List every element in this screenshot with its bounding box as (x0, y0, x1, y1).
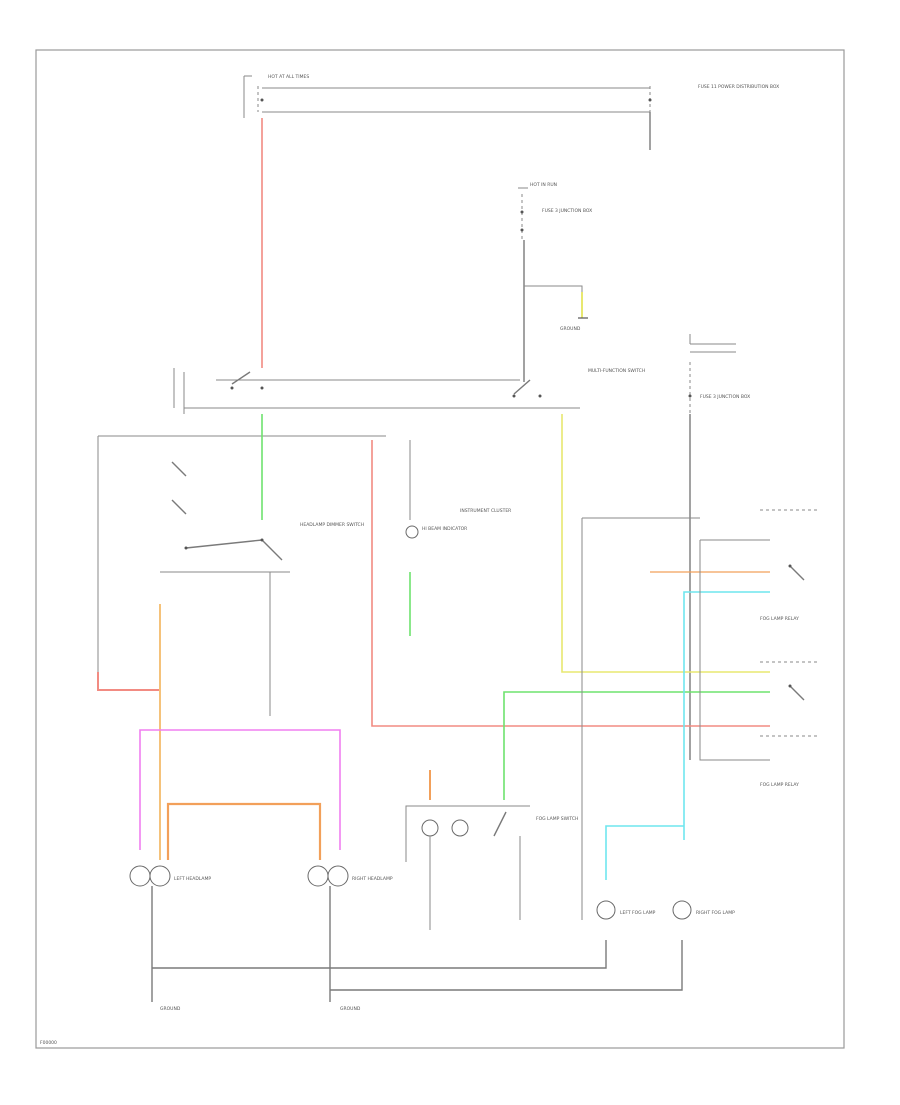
wire-cyan-left (605, 825, 684, 880)
wire-yellow (561, 414, 770, 673)
hot-in-run-fuse: HOT IN RUN FUSE 3 JUNCTION BOX GROUND (518, 182, 592, 382)
left-fog-lamp-label: LEFT FOG LAMP (620, 910, 656, 916)
headlamp-dimmer-switch-label: HEADLAMP DIMMER SWITCH (300, 522, 364, 528)
fuse-power-dist-label: FUSE 11 POWER DISTRIBUTION BOX (698, 84, 779, 90)
fuse-right-top: FUSE 3 JUNCTION BOX (688, 334, 750, 760)
fog-lamp-relay-1: FOG LAMP RELAY (700, 509, 820, 622)
wire-pink-loop (139, 729, 341, 850)
fog-lamp-relay-2-label: FOG LAMP RELAY (760, 782, 799, 788)
figure-id: F00000 (40, 1040, 57, 1046)
wire-cyan-right (683, 591, 770, 840)
fog-lamp-relay-1-label: FOG LAMP RELAY (760, 616, 799, 622)
right-fog-lamp: RIGHT FOG LAMP (672, 900, 735, 920)
fog-lamp-switch-label: FOG LAMP SWITCH (536, 816, 578, 822)
fuse-right-top-label: FUSE 3 JUNCTION BOX (700, 394, 750, 400)
headlamp-dimmer-switch: HEADLAMP DIMMER SWITCH (160, 461, 364, 716)
instrument-cluster-label: INSTRUMENT CLUSTER (460, 508, 511, 514)
instrument-cluster: HI BEAM INDICATOR INSTRUMENT CLUSTER (405, 440, 511, 636)
fog-lamp-relay-2: FOG LAMP RELAY (699, 540, 820, 788)
wire-green-fog (503, 691, 770, 800)
top-fuse-bus: HOT AT ALL TIMES FUSE 11 POWER DISTRIBUT… (243, 74, 779, 150)
wire-orange-loop (166, 802, 322, 860)
fog-lamp-switch-box: FOG LAMP SWITCH (405, 770, 578, 930)
fuse-junction-label: FUSE 3 JUNCTION BOX (542, 208, 592, 214)
ground-label-1: GROUND (560, 326, 581, 332)
right-fog-lamp-label: RIGHT FOG LAMP (696, 910, 735, 916)
wire-red-left-bottom (97, 672, 160, 691)
ground-label-left: GROUND (160, 1006, 181, 1012)
hot-at-all-times-label: HOT AT ALL TIMES (268, 74, 309, 80)
diagram-frame (35, 49, 845, 1049)
hot-in-run-label: HOT IN RUN (530, 182, 557, 188)
hi-beam-indicator-label: HI BEAM INDICATOR (422, 526, 467, 532)
ground-label-right: GROUND (340, 1006, 361, 1012)
left-headlamp-label: LEFT HEADLAMP (174, 876, 211, 882)
right-headlamp-label: RIGHT HEADLAMP (352, 876, 393, 882)
multi-function-switch-label: MULTI-FUNCTION SWITCH (588, 368, 645, 374)
left-fog-lamp: LEFT FOG LAMP (596, 900, 656, 920)
left-headlamp: LEFT HEADLAMP (129, 865, 211, 887)
wire-red-relay (371, 440, 770, 727)
right-headlamp: RIGHT HEADLAMP (307, 865, 393, 887)
multi-function-switch: MULTI-FUNCTION SWITCH (173, 368, 645, 414)
